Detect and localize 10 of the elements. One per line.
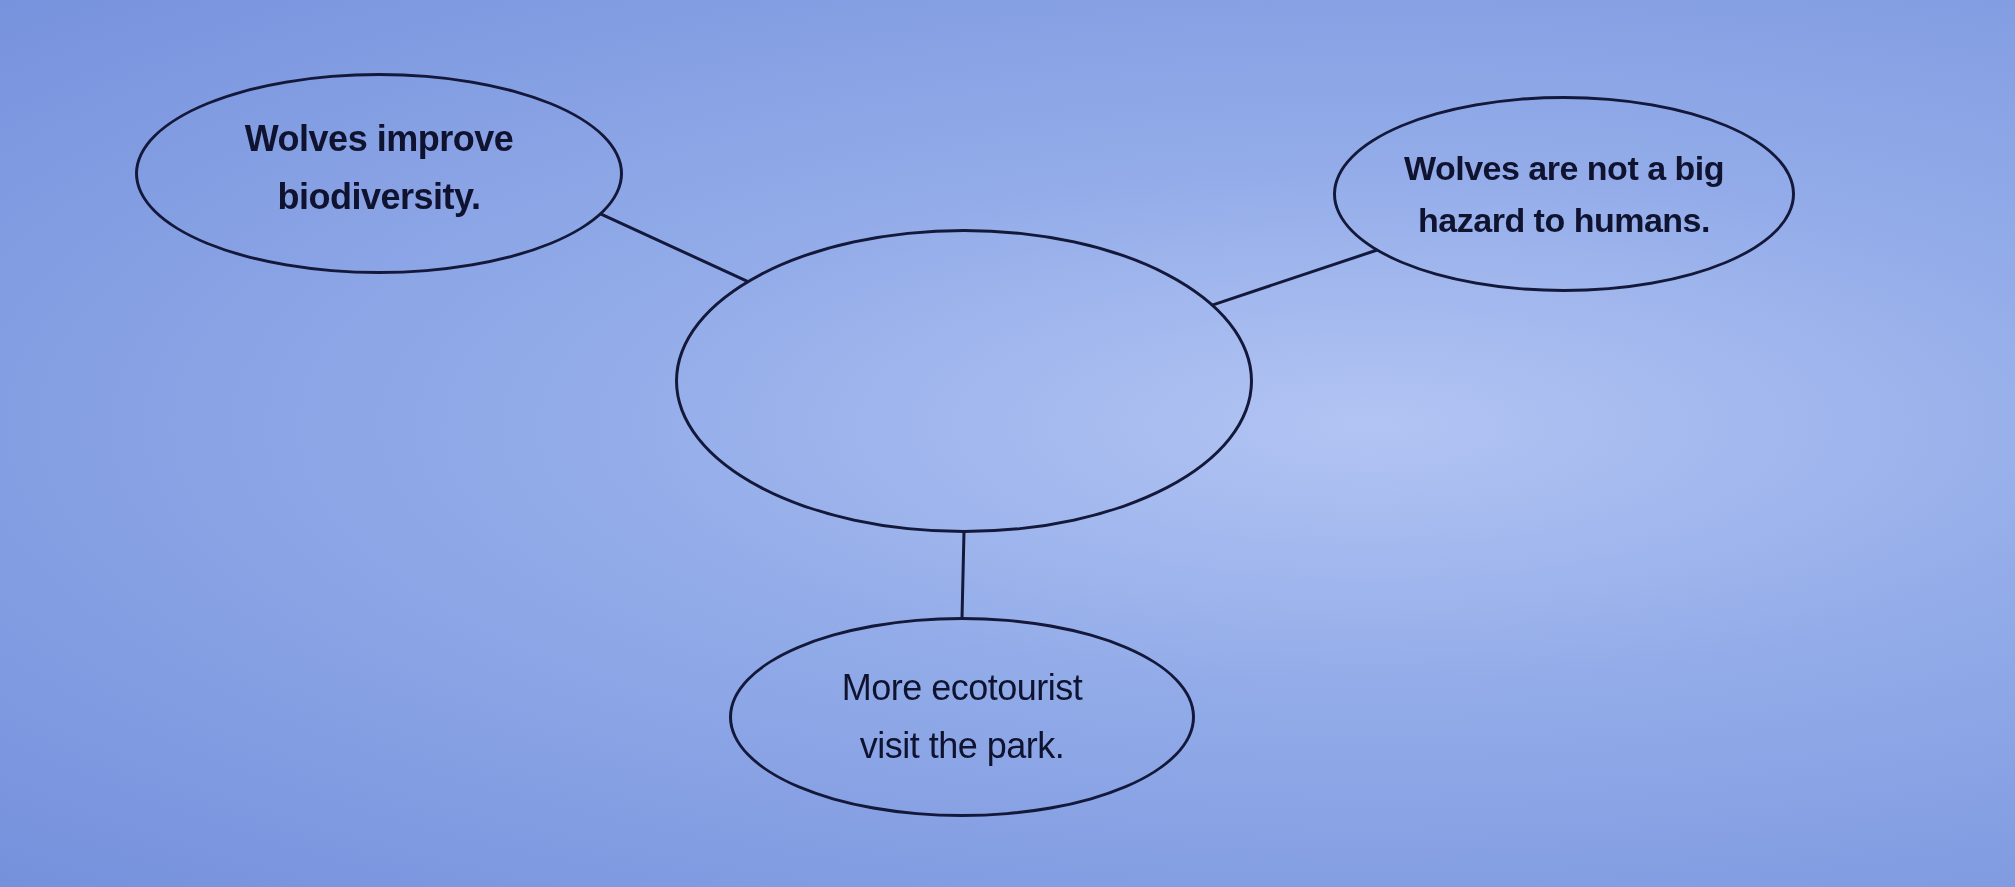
connector-line [599,212,749,284]
oval-node [729,617,1195,817]
oval-node [1333,96,1795,292]
node-text: More ecotourist visit the park. [840,666,1084,768]
node-text: Wolves improve biodiversity. [243,116,515,219]
connector-line [960,531,966,619]
node-text: Wolves are not a big hazard to humans. [1403,148,1725,241]
oval-node [135,73,623,274]
connector-line [1211,248,1378,307]
empty-oval [675,229,1253,533]
